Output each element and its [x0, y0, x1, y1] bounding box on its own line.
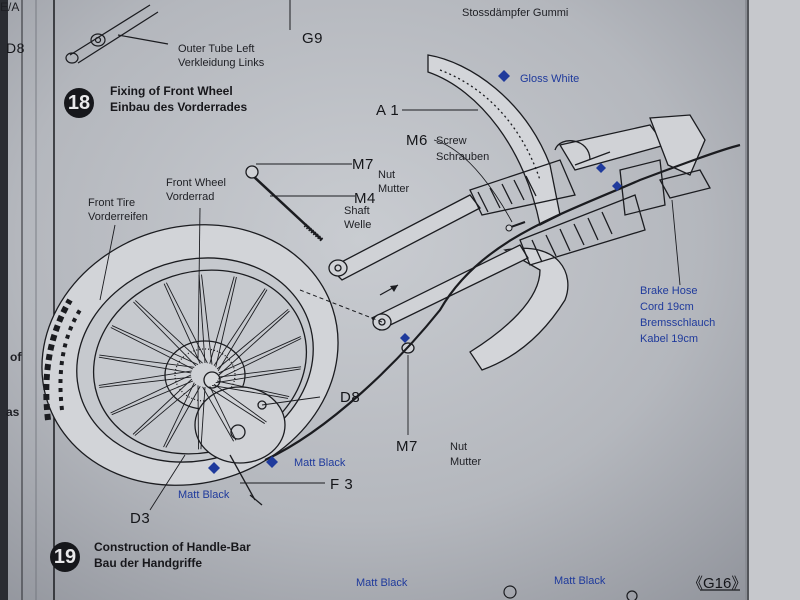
- wheel-spoke: [209, 386, 237, 441]
- matt-black-label-bottom-right: Matt Black: [554, 575, 606, 587]
- wheel-spoke: [217, 289, 268, 372]
- wheel-spoke: [111, 380, 194, 416]
- wheel-spoke: [200, 386, 206, 450]
- part-d8-left: D8: [6, 40, 25, 56]
- step-19-title-de: Bau der Handgriffe: [94, 556, 203, 570]
- step-number-18: 18: [64, 88, 94, 118]
- wheel-spoke: [213, 383, 267, 423]
- gloss-white-label: Gloss White: [520, 73, 580, 85]
- wheel-spoke: [217, 338, 302, 380]
- wheel-spoke: [198, 274, 206, 364]
- brake-hose-label-de: Bremsschlauch: [640, 317, 716, 329]
- part-d8: D8: [340, 389, 361, 406]
- brake-hose-label-en: Brake Hose: [640, 285, 698, 297]
- part-f3: F 3: [330, 476, 354, 493]
- part-a1: A 1: [376, 102, 400, 119]
- nut-label-en-bottom: Nut: [450, 441, 468, 453]
- shaft-label-en: Shaft: [344, 205, 370, 217]
- part-g9: G9: [302, 30, 324, 47]
- wheel-spoke: [132, 378, 193, 435]
- screw-label-de: Schrauben: [436, 151, 490, 163]
- part-d3: D3: [130, 510, 151, 527]
- wheel-spoke: [165, 386, 201, 448]
- outer-tube-label-en: Outer Tube Left: [178, 43, 255, 55]
- stossdampfer-label: Stossdämpfer Gummi: [462, 7, 569, 19]
- outer-tube-label-de: Verkleidung Links: [178, 57, 265, 69]
- wheel-spoke: [218, 366, 302, 378]
- wheel-spoke: [163, 283, 201, 364]
- matt-black-label-1: Matt Black: [294, 457, 346, 469]
- wheel-spoke: [134, 300, 203, 364]
- wheel-spoke: [202, 386, 235, 442]
- step-19-title-en: Construction of Handle-Bar: [94, 540, 251, 554]
- wheel-spoke: [110, 327, 194, 370]
- wheel-spoke: [134, 383, 197, 436]
- brake-kabel-label: Kabel 19cm: [640, 333, 699, 345]
- wheel-spoke: [209, 276, 235, 364]
- part-m6: M6: [406, 132, 428, 149]
- front-tire-label-de: Vorderreifen: [88, 211, 148, 223]
- wheel-spoke: [217, 380, 290, 397]
- part-m4: M4: [354, 190, 376, 207]
- wheel-spoke: [211, 384, 289, 399]
- wheel-spoke: [201, 274, 213, 365]
- wheel-spoke: [218, 310, 290, 376]
- page-number: 《G16》: [688, 575, 747, 592]
- front-wheel-label-en: Front Wheel: [166, 177, 226, 189]
- wheel-spoke: [215, 276, 237, 368]
- nut-label-de-top: Mutter: [378, 183, 410, 195]
- matt-black-label-bottom-left: Matt Black: [356, 577, 408, 589]
- wheel-spoke: [98, 370, 192, 386]
- part-m7-bottom: M7: [396, 438, 418, 455]
- wheel-spoke: [215, 368, 301, 384]
- matt-black-label-2: Matt Black: [178, 489, 230, 501]
- wheel-spoke: [213, 288, 266, 367]
- wheel-spoke: [133, 301, 197, 367]
- wheel-spoke: [99, 354, 195, 368]
- nut-label-en-top: Nut: [378, 169, 396, 181]
- front-tire-label-en: Front Tire: [88, 197, 136, 209]
- wheel-spoke: [111, 325, 199, 366]
- nut-label-de-bottom: Mutter: [450, 456, 482, 468]
- step-number-19: 19: [50, 542, 80, 572]
- wheel-spoke: [207, 386, 265, 424]
- wheel-spoke: [165, 282, 208, 364]
- header-left-text: E/A: [0, 0, 20, 14]
- step-18-title-en: Fixing of Front Wheel: [110, 84, 233, 98]
- wheel-spoke: [110, 374, 192, 414]
- step-18-title-de: Einbau des Vorderrades: [110, 100, 248, 114]
- margin-text-of: of: [10, 350, 22, 364]
- front-wheel-label-de: Vorderrad: [166, 191, 215, 203]
- brake-cord-label: Cord 19cm: [640, 301, 694, 313]
- screw-label-en: Screw: [436, 135, 467, 147]
- wheel-spoke: [99, 376, 192, 388]
- wheel-spoke: [218, 336, 301, 374]
- margin-text-as: as: [6, 405, 20, 419]
- shaft-label-de: Welle: [344, 219, 372, 231]
- wheel-spoke: [98, 356, 192, 374]
- part-m7-top: M7: [352, 156, 374, 173]
- wheel-spoke: [163, 382, 195, 448]
- wheel-spoke: [216, 308, 289, 370]
